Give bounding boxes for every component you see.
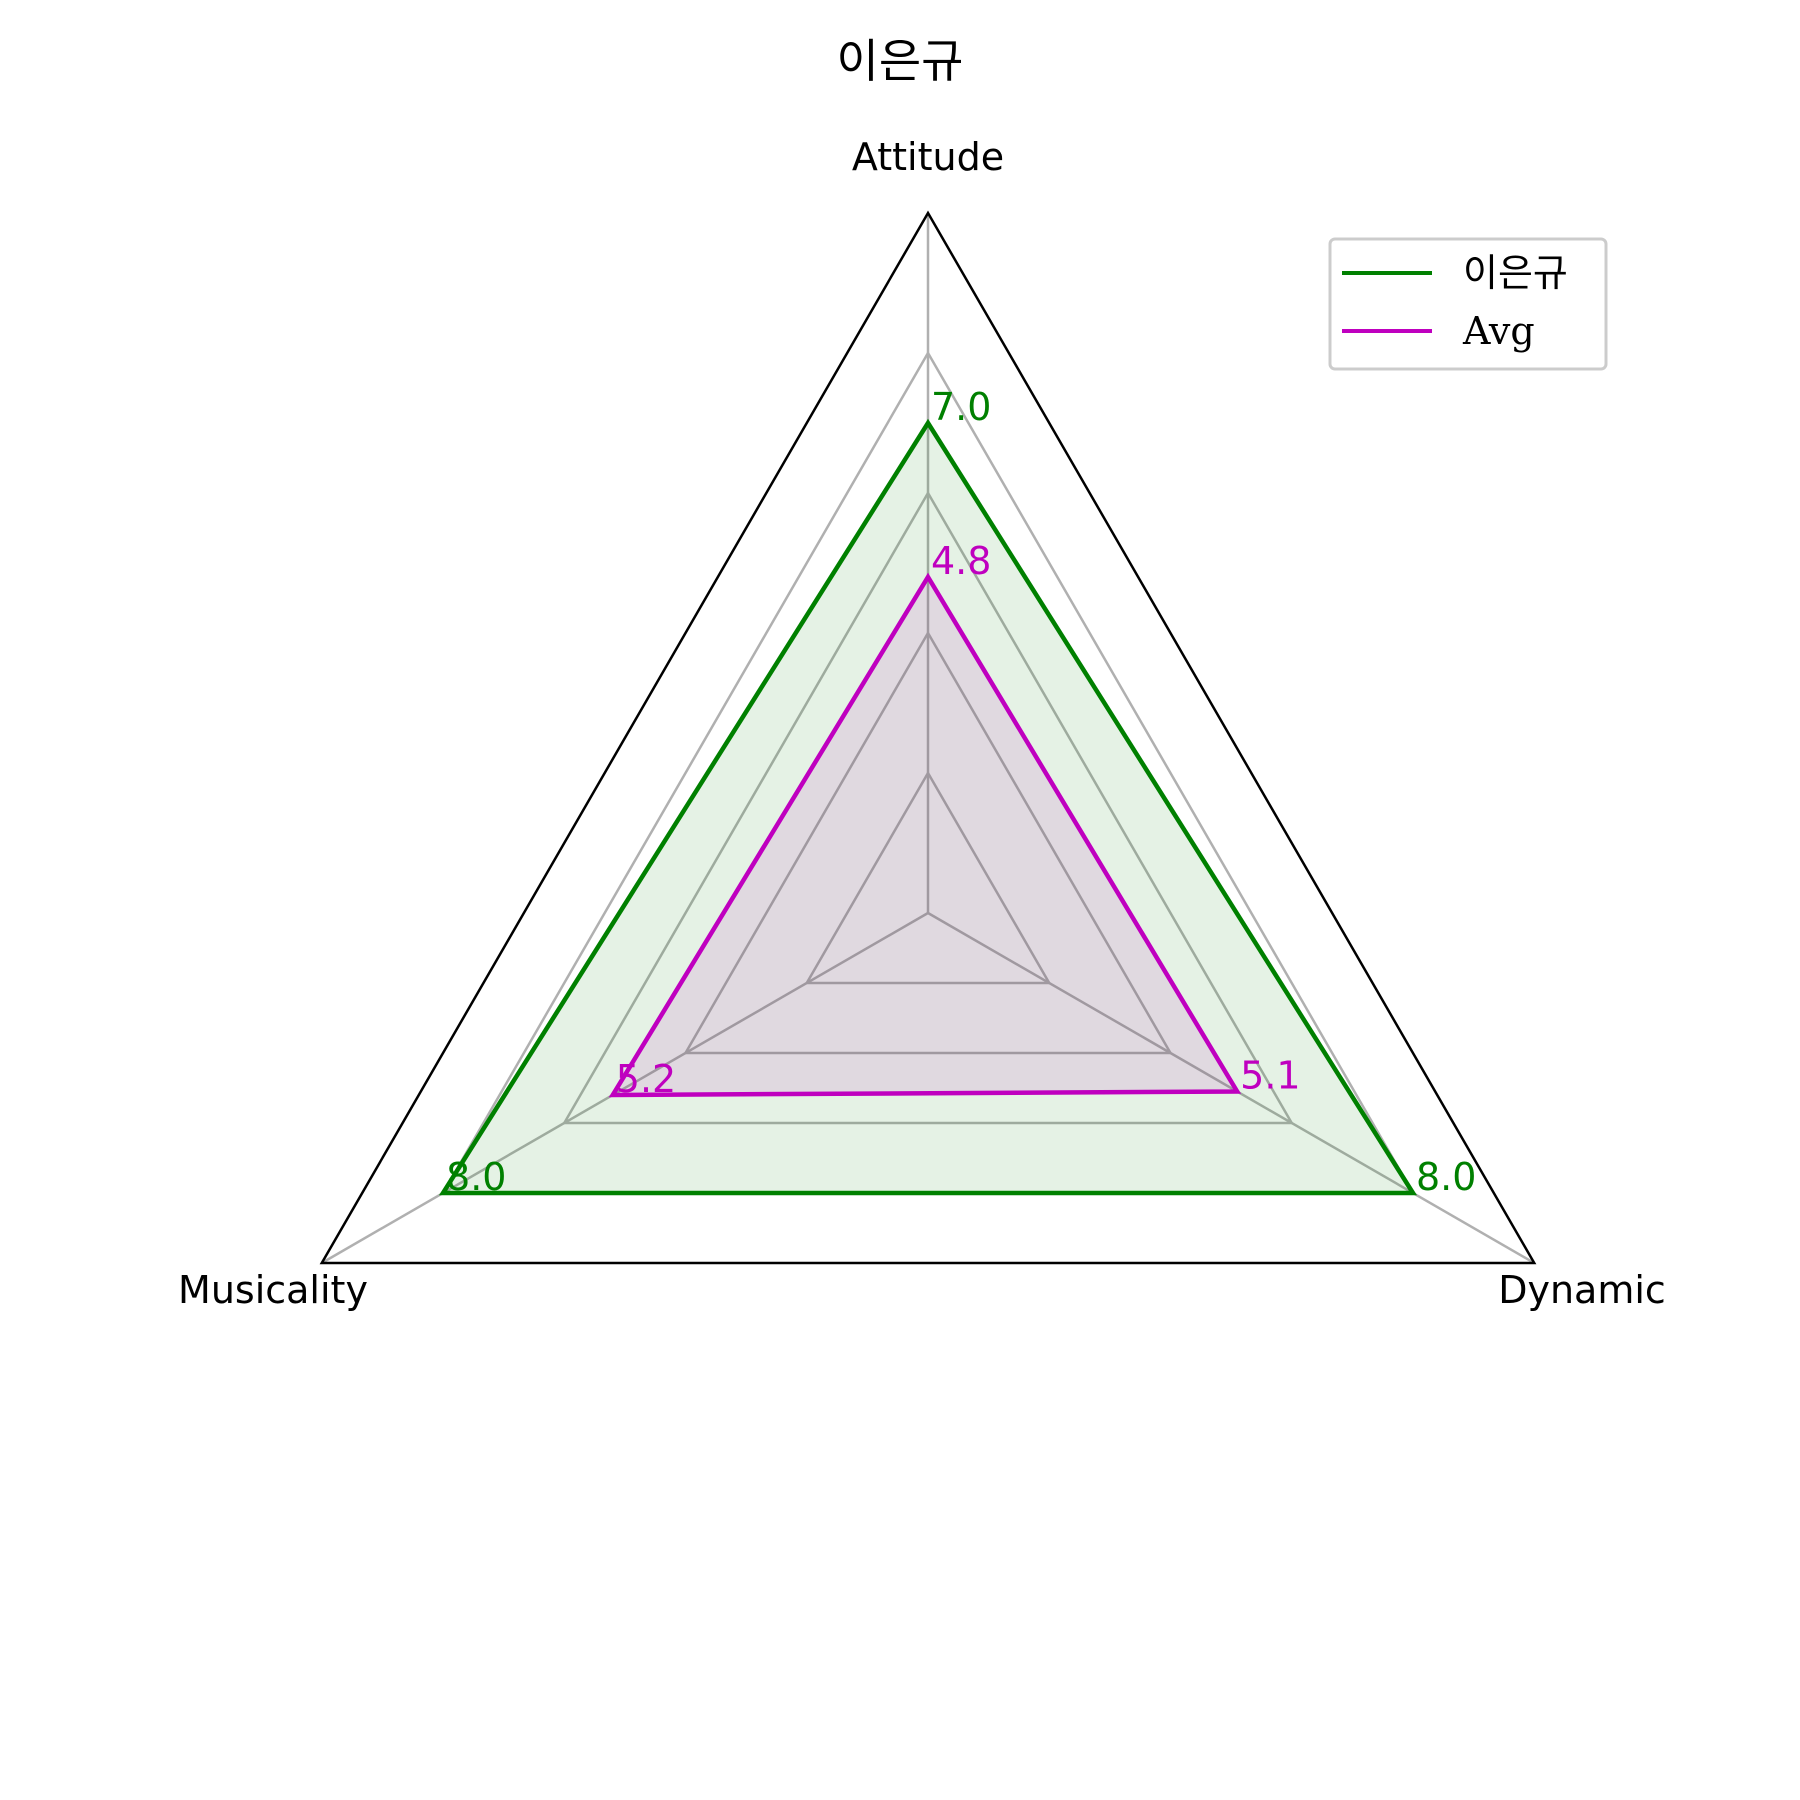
data-label-2-musicality: 5.2	[616, 1057, 676, 1101]
data-labels: 7.0 8.0 8.0 4.8 5.1 5.2	[446, 385, 1476, 1199]
data-label-1-musicality: 8.0	[446, 1155, 506, 1199]
grid	[321, 213, 1535, 1265]
axis-label-attitude: Attitude	[852, 135, 1004, 179]
series-fill-2	[612, 577, 1238, 1095]
spoke-dynamic	[927, 911, 1535, 1265]
series-line-1	[438, 418, 1418, 1196]
spoke-musicality	[321, 911, 929, 1265]
legend: 이은규 Avg	[1328, 237, 1608, 371]
legend-label-series-1: 이은규	[1463, 251, 1568, 295]
data-label-2-dynamic: 5.1	[1240, 1054, 1300, 1098]
series-fill-1	[443, 423, 1413, 1193]
axis-label-musicality: Musicality	[178, 1268, 368, 1312]
radar-frame	[319, 210, 1537, 1265]
grid-ring-2	[804, 770, 1052, 985]
legend-label-avg: Avg	[1462, 309, 1535, 353]
data-label-1-dynamic: 8.0	[1416, 1155, 1476, 1199]
outer-frame	[319, 210, 1537, 1265]
chart-title: 이은규	[837, 34, 964, 88]
axis-label-dynamic: Dynamic	[1498, 1268, 1666, 1312]
data-label-2-attitude: 4.8	[931, 539, 991, 583]
series-layer	[438, 418, 1418, 1196]
data-label-1-attitude: 7.0	[931, 385, 991, 429]
series-line-2	[608, 572, 1242, 1098]
grid-ring-4	[683, 630, 1173, 1055]
grid-ring-6	[562, 490, 1294, 1125]
